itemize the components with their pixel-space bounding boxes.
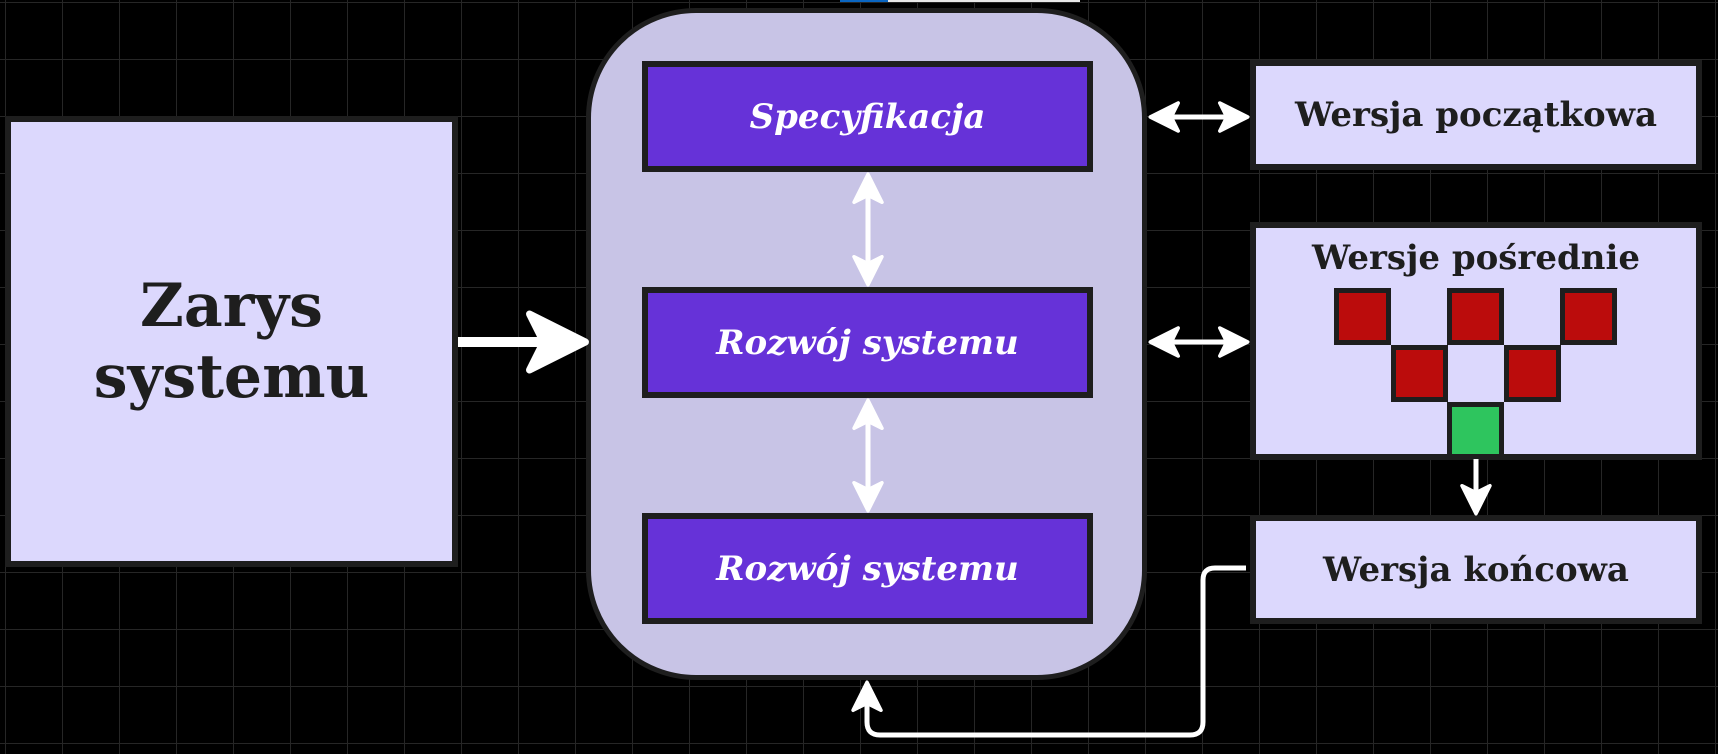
- rejected-version-square: [1560, 288, 1617, 345]
- outline-label-line2: systemu: [93, 341, 370, 412]
- arrow-feedback-loop: [851, 565, 1246, 738]
- step-specification: Specyfikacja: [642, 61, 1093, 172]
- step-label: Specyfikacja: [749, 96, 986, 137]
- version-final: Wersja końcowa: [1250, 515, 1702, 624]
- rejected-version-square: [1391, 345, 1448, 402]
- rejected-version-square: [1447, 288, 1504, 345]
- version-label: Wersja początkowa: [1295, 95, 1657, 135]
- top-edge-accent: [840, 0, 888, 2]
- accepted-version-square: [1447, 402, 1504, 459]
- step-label: Rozwój systemu: [716, 548, 1019, 589]
- rejected-version-square: [1504, 345, 1561, 402]
- outline-box: Zarys systemu: [5, 116, 458, 567]
- step-label: Rozwój systemu: [716, 322, 1019, 363]
- step-development-2: Rozwój systemu: [642, 513, 1093, 624]
- version-label: Wersja końcowa: [1323, 549, 1629, 590]
- step-development-1: Rozwój systemu: [642, 287, 1093, 398]
- version-label: Wersje pośrednie: [1311, 238, 1641, 278]
- top-edge-strip: [840, 0, 1080, 2]
- version-initial: Wersja początkowa: [1250, 60, 1702, 170]
- outline-label-line1: Zarys: [140, 270, 323, 341]
- rejected-version-square: [1334, 288, 1391, 345]
